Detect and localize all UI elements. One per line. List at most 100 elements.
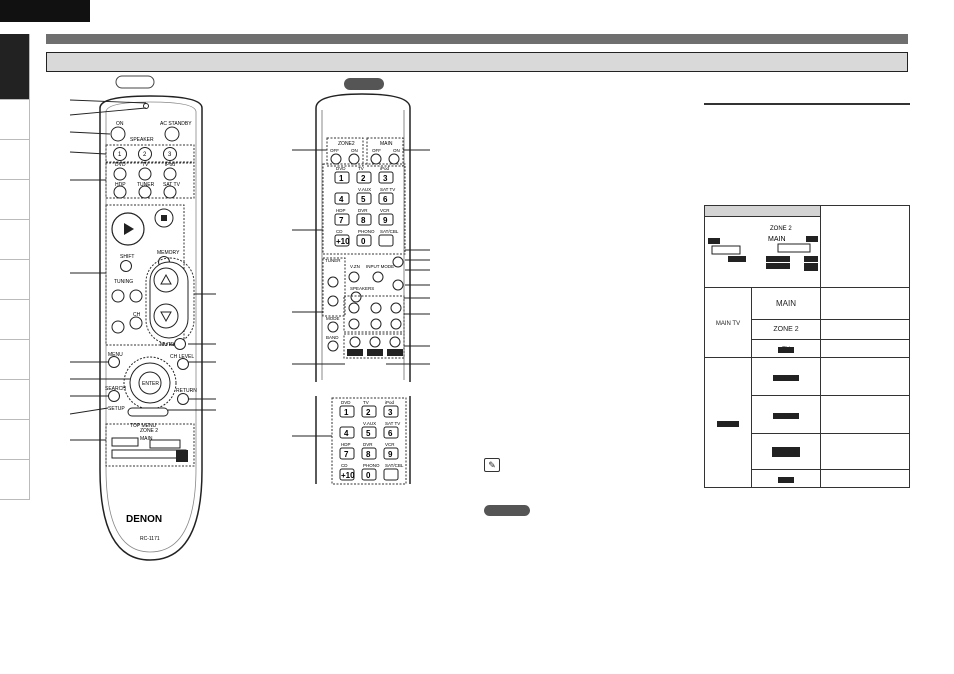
shift-button[interactable]: [120, 260, 132, 272]
mode-slide-switch-right[interactable]: [149, 439, 181, 449]
temp-map-button[interactable]: [392, 256, 404, 268]
hdp-button[interactable]: [113, 185, 127, 199]
number-key[interactable]: [383, 468, 399, 481]
hdp-label: HDP: [115, 182, 126, 188]
tuner-up-button[interactable]: [327, 276, 339, 288]
side-tab-active[interactable]: [0, 34, 30, 100]
restorer-button[interactable]: [392, 279, 404, 291]
language-tab[interactable]: [0, 0, 90, 22]
dyn-eq-button[interactable]: [369, 336, 381, 348]
number-key[interactable]: [334, 192, 350, 205]
dyn-vol-button[interactable]: [389, 336, 401, 348]
volume-up-button[interactable]: [153, 267, 179, 293]
number-key[interactable]: [339, 447, 355, 460]
group-main-tv-cell: MAIN TV: [704, 287, 752, 358]
sat-tv-button[interactable]: [163, 185, 177, 199]
std-button[interactable]: [370, 302, 382, 314]
volume-down-button[interactable]: [153, 303, 179, 329]
number-key[interactable]: [378, 234, 394, 247]
side-tab[interactable]: [0, 420, 30, 460]
side-tab[interactable]: [0, 300, 30, 340]
speaker-button-2[interactable]: [138, 147, 152, 161]
zone2-off-button[interactable]: [330, 153, 342, 165]
device-select-switch[interactable]: [111, 449, 187, 459]
number-key[interactable]: [339, 405, 355, 418]
number-key[interactable]: [383, 405, 399, 418]
zone2-on-button[interactable]: [348, 153, 360, 165]
key-top-label: iPod: [385, 400, 395, 405]
remote-select-button[interactable]: [127, 407, 169, 417]
side-tab[interactable]: [0, 180, 30, 220]
ipod-button[interactable]: [163, 167, 177, 181]
matrix-button[interactable]: [349, 336, 361, 348]
side-tab[interactable]: [0, 260, 30, 300]
dvd-button[interactable]: [113, 167, 127, 181]
speaker-button-1[interactable]: [113, 147, 127, 161]
number-key[interactable]: [378, 213, 394, 226]
tuning-up-button[interactable]: [129, 289, 143, 303]
tv-button[interactable]: [138, 167, 152, 181]
number-key[interactable]: [339, 426, 355, 439]
main-on-button[interactable]: [388, 153, 400, 165]
number-key[interactable]: [361, 447, 377, 460]
main-off-button[interactable]: [370, 153, 382, 165]
mode-button[interactable]: [327, 321, 339, 333]
number-key-label: 5: [366, 429, 371, 438]
side-tab[interactable]: [0, 380, 30, 420]
mute-button[interactable]: [174, 338, 186, 350]
input-mode-button[interactable]: [372, 271, 384, 283]
row-tv-desc: [820, 339, 910, 358]
side-tab[interactable]: [0, 100, 30, 140]
key-top-label: CD: [336, 229, 343, 234]
speakers-button[interactable]: [350, 291, 362, 303]
search-button[interactable]: [108, 390, 120, 402]
number-key[interactable]: [334, 234, 350, 247]
row-dvr-vcr-item: DVR/VCR: [751, 395, 821, 434]
number-key[interactable]: [378, 171, 394, 184]
ch-minus-button[interactable]: [111, 320, 125, 334]
rest-button[interactable]: [390, 302, 402, 314]
number-key[interactable]: [361, 405, 377, 418]
side-tab[interactable]: [0, 220, 30, 260]
tuner-down-button[interactable]: [327, 295, 339, 307]
ch-level-button[interactable]: [177, 358, 189, 370]
ac-standby-button[interactable]: [164, 126, 180, 142]
row-dvd-hdp-desc: [820, 357, 910, 396]
number-key[interactable]: [378, 192, 394, 205]
number-key[interactable]: [334, 213, 350, 226]
number-key[interactable]: [383, 426, 399, 439]
music-button[interactable]: [370, 318, 382, 330]
ch-plus-button[interactable]: [129, 316, 143, 330]
enter-label: ENTER: [142, 381, 159, 387]
number-key[interactable]: [356, 213, 372, 226]
menu-button[interactable]: [108, 356, 120, 368]
number-key-label: 2: [361, 174, 366, 183]
number-key[interactable]: [334, 171, 350, 184]
pure-button[interactable]: [348, 302, 360, 314]
number-key[interactable]: [356, 234, 372, 247]
tuning-down-button[interactable]: [111, 289, 125, 303]
side-tab[interactable]: [0, 460, 30, 500]
row-main-item: MAIN: [751, 287, 821, 320]
vzn-button[interactable]: [348, 271, 360, 283]
side-tab[interactable]: [0, 340, 30, 380]
number-key[interactable]: [361, 426, 377, 439]
return-button[interactable]: [177, 393, 189, 405]
side-tab[interactable]: [0, 140, 30, 180]
remote2-band-label: BAND: [326, 335, 339, 340]
remote2-label-oval: [344, 78, 384, 90]
number-key[interactable]: [361, 468, 377, 481]
power-on-button[interactable]: [110, 126, 126, 142]
number-key[interactable]: [356, 192, 372, 205]
mode-slide-switch-left[interactable]: [111, 437, 139, 447]
speaker-button-3[interactable]: [163, 147, 177, 161]
number-key[interactable]: [383, 447, 399, 460]
band-button[interactable]: [327, 340, 339, 352]
enter-button[interactable]: [138, 371, 162, 395]
cinema-button[interactable]: [348, 318, 360, 330]
number-key[interactable]: [356, 171, 372, 184]
game-button[interactable]: [390, 318, 402, 330]
tuner-button[interactable]: [138, 185, 152, 199]
number-key[interactable]: [339, 468, 355, 481]
num-label-2: 2: [143, 152, 147, 158]
